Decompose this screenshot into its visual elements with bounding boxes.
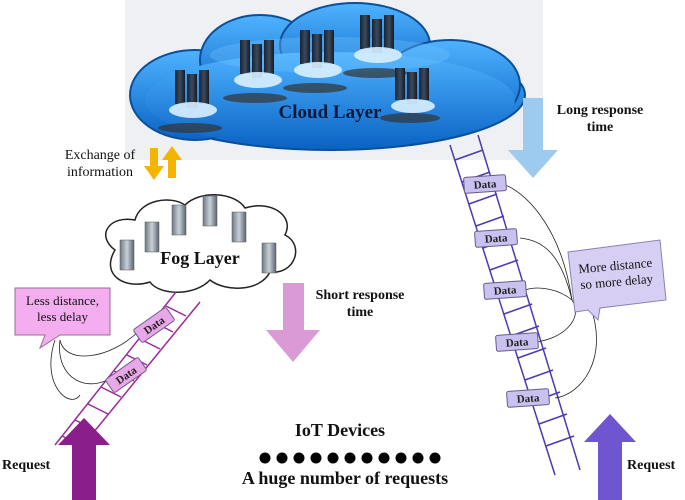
request-left-label: Request [2, 458, 51, 473]
request-right-label: Request [627, 458, 676, 473]
cloud-data-packet: Data [483, 280, 527, 300]
iot-device-dots [259, 452, 441, 464]
fog-server-icons [119, 195, 277, 274]
fog-server-icon [202, 195, 218, 227]
fog-server-icon [119, 239, 135, 271]
data-packet-label: Data [505, 336, 529, 350]
cloud-server-icons [158, 15, 440, 133]
iot-device-dot [310, 452, 322, 464]
long-response-arrow-icon [508, 98, 558, 178]
cloud-server-icon [343, 15, 407, 78]
fog-data-packet: Data [133, 307, 175, 343]
fog-server-icon [171, 204, 187, 236]
iot-device-dot [378, 452, 390, 464]
iot-device-dot [259, 452, 271, 464]
iot-device-dot [361, 452, 373, 464]
callout-fog-text: Less distance, less delay [26, 293, 99, 324]
iot-device-dot [412, 452, 424, 464]
data-packet-label: Data [516, 392, 540, 406]
data-packet-label: Data [473, 178, 497, 192]
request-left-arrow-icon [58, 418, 110, 500]
exchange-arrows-icon [144, 146, 182, 180]
request-right-arrow-icon [584, 414, 636, 500]
data-packet-label: Data [484, 232, 508, 246]
cloud-data-packet: Data [506, 388, 550, 408]
iot-device-dot [429, 452, 441, 464]
iot-device-dot [276, 452, 288, 464]
cloud-data-packet: Data [495, 332, 539, 352]
cloud-data-packet: Data [474, 228, 518, 248]
iot-device-dot [395, 452, 407, 464]
cloud-callout-connectors [504, 184, 597, 399]
cloud-data-packet: Data [463, 174, 507, 194]
exchange-label: Exchange of information [64, 148, 136, 180]
callout-fog [14, 287, 111, 350]
fog-layer-shape [105, 194, 297, 293]
cloud-server-icon [283, 30, 347, 93]
fog-layer-label: Fog Layer [160, 248, 240, 268]
cloud-server-icon [380, 68, 440, 123]
fog-data-packet: Data [105, 357, 147, 393]
iot-device-dot [293, 452, 305, 464]
iot-device-dot [344, 452, 356, 464]
iot-title: IoT Devices [294, 420, 386, 440]
callout-cloud [567, 239, 667, 322]
short-response-label: Short response time [315, 288, 405, 320]
data-packet-label: Data [493, 284, 517, 298]
fog-server-icon [261, 242, 277, 274]
cloud-layer-label: Cloud Layer [278, 102, 382, 123]
fog-server-icon [231, 211, 247, 243]
iot-device-dot [327, 452, 339, 464]
cloud-server-icon [223, 40, 287, 103]
long-response-label: Long response time [556, 103, 644, 135]
fog-server-icon [144, 221, 160, 253]
cloud-server-icon [158, 70, 222, 133]
short-response-arrow-icon [266, 283, 320, 362]
iot-subtitle: A huge number of requests [241, 468, 449, 488]
